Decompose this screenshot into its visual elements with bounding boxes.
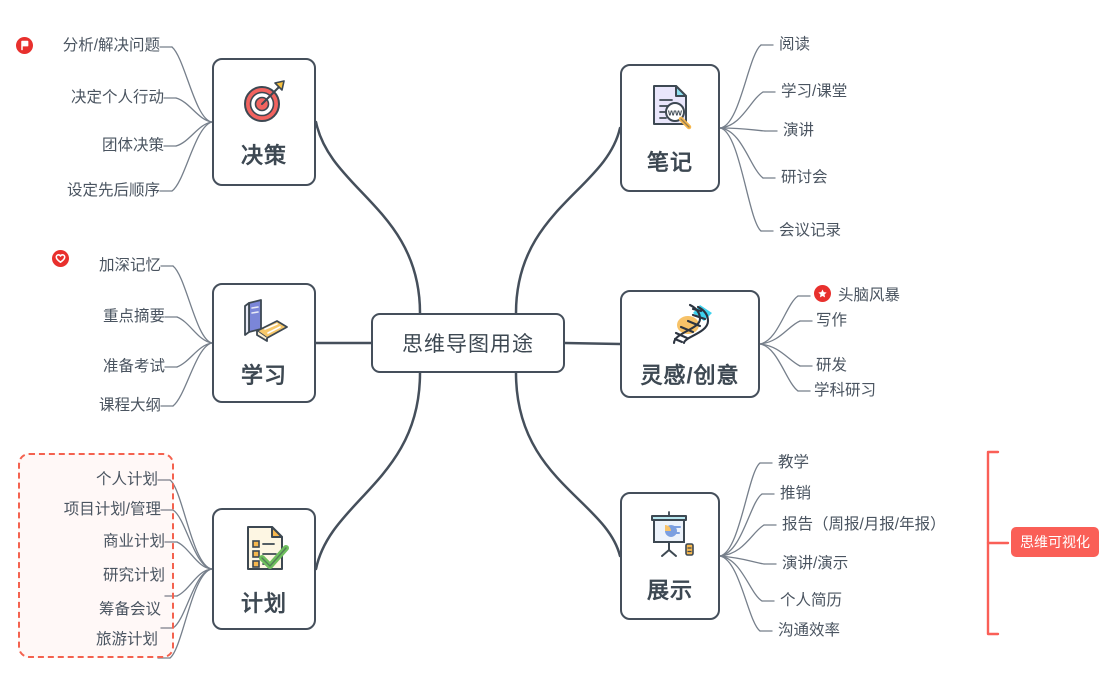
star-badge-icon [814,285,831,302]
leaf-label: 项目计划/管理 [63,501,161,518]
leaf-label: 旅游计划 [95,631,158,648]
leaf-idea-1[interactable]: 写作 [816,311,847,331]
leaf-label: 商业计划 [102,533,165,550]
leaf-label: 分析/解决问题 [62,37,160,54]
summary-bracket [986,450,1010,636]
leaf-plan-3[interactable]: 研究计划 [45,566,165,586]
dna-icon [660,299,720,354]
leaf-label: 团体决策 [101,137,164,154]
leaf-study-3[interactable]: 课程大纲 [75,396,161,416]
leaf-idea-0[interactable]: 头脑风暴 [838,286,900,306]
leaf-label: 头脑风暴 [838,287,901,304]
connector-center-plan [314,371,422,571]
leaf-label: 决定个人行动 [70,89,164,106]
leaf-show-4[interactable]: 个人简历 [780,591,842,611]
connector-center-decision [314,120,422,315]
leaf-idea-3[interactable]: 学科研习 [814,381,876,401]
document-search-icon: ww [642,80,698,141]
leaf-decision-1[interactable]: 决定个人行动 [44,88,164,108]
leaf-note-0[interactable]: 阅读 [779,35,810,55]
leaf-label: 设定先后顺序 [66,182,160,199]
leaf-show-0[interactable]: 教学 [778,453,809,473]
leaf-study-2[interactable]: 准备考试 [79,357,165,377]
leaf-label: 演讲/演示 [782,555,849,572]
leaf-label: 演讲 [783,122,815,139]
leaf-note-2[interactable]: 演讲 [783,121,814,141]
branch-node-study[interactable]: 学习 [212,283,316,403]
leaf-show-2[interactable]: 报告（周报/月报/年报） [782,515,946,535]
leaf-show-1[interactable]: 推销 [780,484,811,504]
branch-label-plan: 计划 [240,590,287,616]
leaf-label: 准备考试 [102,358,165,375]
connector-center-note [514,126,622,315]
flag-badge-icon [16,37,33,54]
branch-node-note[interactable]: ww 笔记 [620,64,720,192]
branch-node-show[interactable]: 展示 [620,492,720,620]
connector-center-show [514,371,622,558]
checklist-icon [236,521,292,582]
leaf-label: 研究计划 [102,567,165,584]
branch-node-idea[interactable]: 灵感/创意 [620,290,760,398]
leaf-show-5[interactable]: 沟通效率 [778,621,840,641]
leaf-label: 重点摘要 [102,308,165,325]
leaf-label: 加深记忆 [98,257,161,274]
leaf-label: 筹备会议 [98,601,161,618]
leaf-label: 研发 [816,357,848,374]
leaf-decision-2[interactable]: 团体决策 [64,136,164,156]
center-node-label: 思维导图用途 [402,333,534,356]
leaf-study-1[interactable]: 重点摘要 [79,307,165,327]
leaf-label: 推销 [780,485,812,502]
leaf-label: 个人计划 [95,471,158,488]
heart-badge-icon [52,250,69,267]
summary-badge[interactable]: 思维可视化 [1011,527,1099,557]
leaf-label: 会议记录 [779,222,842,239]
connector-center-idea [563,341,622,346]
leaf-label: 沟通效率 [778,622,841,639]
branch-label-idea: 灵感/创意 [640,362,740,388]
leaf-plan-2[interactable]: 商业计划 [45,532,165,552]
branch-label-show: 展示 [646,577,693,603]
leaf-label: 阅读 [779,36,811,53]
books-icon [235,297,293,354]
branch-node-decision[interactable]: 决策 [212,58,316,186]
leaf-label: 报告（周报/月报/年报） [782,516,946,533]
leaf-show-3[interactable]: 演讲/演示 [782,554,848,574]
leaf-label: 学科研习 [814,382,877,399]
leaf-label: 教学 [778,454,810,471]
leaf-label: 写作 [816,312,848,329]
plan-leaf-group [18,453,174,658]
summary-badge-label: 思维可视化 [1020,534,1090,550]
leaf-plan-1[interactable]: 项目计划/管理 [24,500,161,520]
leaf-label: 课程大纲 [98,397,161,414]
branch-label-study: 学习 [240,362,287,388]
leaf-label: 研讨会 [781,169,828,186]
leaf-study-0[interactable]: 加深记忆 [75,256,161,276]
branch-node-plan[interactable]: 计划 [212,508,316,630]
leaf-idea-2[interactable]: 研发 [816,356,847,376]
leaf-decision-3[interactable]: 设定先后顺序 [40,181,160,201]
leaf-note-1[interactable]: 学习/课堂 [781,82,847,102]
leaf-plan-0[interactable]: 个人计划 [38,470,158,490]
branch-label-decision: 决策 [240,142,287,168]
leaf-note-3[interactable]: 研讨会 [781,168,828,188]
presentation-icon [641,508,699,569]
branch-label-note: 笔记 [646,149,693,175]
leaf-decision-0[interactable]: 分析/解决问题 [34,36,160,56]
target-icon [237,75,291,134]
leaf-note-4[interactable]: 会议记录 [779,221,841,241]
leaf-plan-5[interactable]: 旅游计划 [38,630,158,650]
center-node[interactable]: 思维导图用途 [371,313,565,373]
leaf-label: 学习/课堂 [781,83,848,100]
leaf-label: 个人简历 [780,592,843,609]
svg-text:ww: ww [667,107,683,117]
leaf-plan-4[interactable]: 筹备会议 [41,600,161,620]
